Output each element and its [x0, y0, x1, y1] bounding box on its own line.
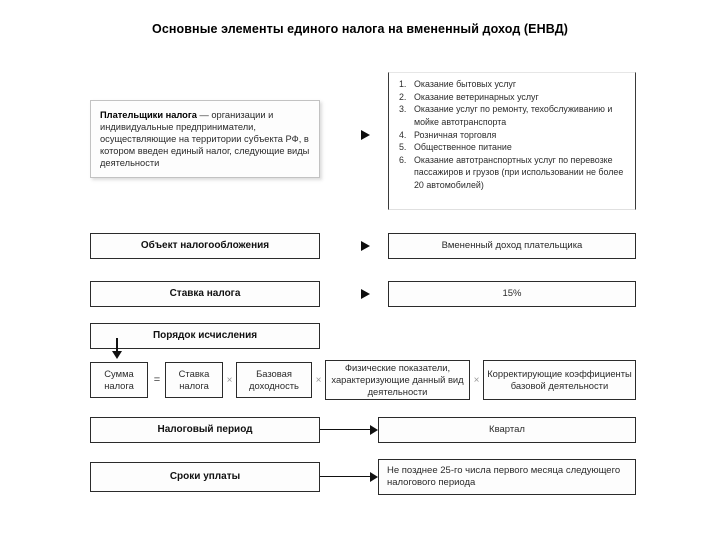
list-item-number: 3.	[399, 104, 407, 115]
formula-physical-indicators-box: Физические показатели, характеризующие д…	[325, 360, 470, 400]
tax-period-value-box: Квартал	[378, 417, 636, 443]
list-item-number: 4.	[399, 129, 407, 140]
list-item-label: Общественное питание	[414, 142, 512, 153]
operator-multiply-1: ×	[226, 374, 233, 386]
list-item: 3. Оказание услуг по ремонту, техобслужив…	[399, 103, 627, 128]
list-item: 2. Оказание ветеринарных услуг	[399, 91, 627, 104]
list-item: 5. Общественное питание	[399, 141, 627, 154]
list-item-label: Оказание бытовых услуг	[414, 79, 517, 89]
formula-sum-label: Сумма налога	[104, 368, 134, 391]
object-of-taxation-label: Объект налогообложения	[140, 239, 270, 251]
list-item-label: Оказание ветеринарных услуг	[414, 91, 539, 102]
list-item: 1. Оказание бытовых услуг	[399, 78, 627, 91]
operator-equals: =	[153, 374, 161, 386]
list-item-number: 2.	[399, 91, 407, 102]
formula-base-yield-box: Базовая доходность	[236, 362, 312, 398]
calculation-order-label: Порядок исчисления	[152, 329, 258, 341]
tax-period-box: Налоговый период	[90, 417, 320, 443]
payers-description: — организации и индивидуальные предприни…	[100, 109, 310, 169]
formula-rate-box: Ставка налога	[165, 362, 223, 398]
operator-multiply-3: ×	[473, 374, 480, 386]
tax-rate-value: 15%	[502, 288, 522, 300]
list-item: 6. Оказание автотранспортных услуг по пер…	[399, 154, 627, 192]
calculation-order-box: Порядок исчисления	[90, 323, 320, 349]
arrow-down-calculation-icon	[112, 338, 122, 360]
payers-label: Плательщики налога	[100, 109, 197, 120]
page-title: Основные элементы единого налога на вмен…	[152, 22, 568, 36]
payers-text: Плательщики налога — организации и индив…	[100, 109, 310, 169]
operator-multiply-2: ×	[315, 374, 322, 386]
arrow-line-period-icon	[320, 425, 378, 435]
tax-rate-box: Ставка налога	[90, 281, 320, 307]
arrow-triangle-activities-icon	[361, 130, 370, 140]
object-of-taxation-value-box: Вмененный доход плательщика	[388, 233, 636, 259]
arrow-line-terms-icon	[320, 472, 378, 482]
payment-terms-label: Сроки уплаты	[169, 470, 241, 482]
tax-rate-label: Ставка налога	[169, 287, 241, 299]
formula-physical-indicators-label: Физические показатели, характеризующие д…	[331, 362, 464, 397]
formula-correction-coefficients-label: Корректирующие коэффициенты базовой деят…	[487, 368, 632, 391]
formula-base-yield-label: Базовая доходность	[249, 368, 299, 391]
arrow-triangle-rate-icon	[361, 289, 370, 299]
list-item-number: 1.	[399, 79, 407, 89]
list-item-label: Оказание услуг по ремонту, техобслуживан…	[414, 104, 613, 127]
payment-terms-box: Сроки уплаты	[90, 462, 320, 492]
formula-sum-box: Сумма налога	[90, 362, 148, 398]
tax-period-label: Налоговый период	[157, 423, 253, 435]
list-item-number: 5.	[399, 142, 407, 153]
activities-box: 1. Оказание бытовых услуг 2. Оказание вете…	[388, 72, 636, 210]
list-item-label: Оказание автотранспортных услуг по перев…	[414, 154, 624, 191]
arrow-triangle-object-icon	[361, 241, 370, 251]
list-item-number: 6.	[399, 154, 407, 165]
formula-correction-coefficients-box: Корректирующие коэффициенты базовой деят…	[483, 360, 636, 400]
activities-list: 1. Оказание бытовых услуг 2. Оказание вете…	[399, 78, 627, 192]
list-item-label: Розничная торговля	[414, 129, 497, 140]
payment-terms-value-box: Не позднее 25-го числа первого месяца сл…	[378, 459, 636, 495]
formula-rate-label: Ставка налога	[178, 368, 210, 391]
tax-period-value: Квартал	[489, 424, 525, 436]
payers-box: Плательщики налога — организации и индив…	[90, 100, 320, 178]
object-of-taxation-box: Объект налогообложения	[90, 233, 320, 259]
object-of-taxation-value: Вмененный доход плательщика	[441, 240, 583, 252]
payment-terms-value: Не позднее 25-го числа первого месяца сл…	[387, 465, 621, 488]
list-item: 4. Розничная торговля	[399, 129, 627, 142]
tax-rate-value-box: 15%	[388, 281, 636, 307]
